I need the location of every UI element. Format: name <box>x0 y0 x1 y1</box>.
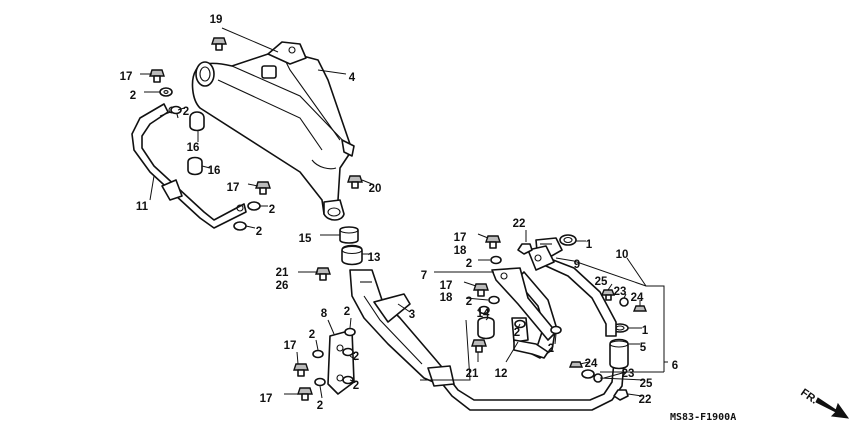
part-number-label-5: 5 <box>640 342 647 354</box>
front-direction-arrow: FR. <box>798 387 850 419</box>
muffler <box>191 41 355 221</box>
part-number-label-23a: 23 <box>614 286 627 298</box>
leader-lines <box>140 27 668 399</box>
part-number-label-2e: 2 <box>466 258 472 270</box>
part-number-label-2j: 2 <box>548 343 554 355</box>
part-number-label-2k: 2 <box>353 351 359 363</box>
part-number-label-2f: 2 <box>466 296 472 308</box>
part-number-label-2m: 2 <box>317 400 323 412</box>
part-number-label-17f: 17 <box>260 393 273 405</box>
part-number-label-25a: 25 <box>595 276 608 288</box>
part-number-label-18b: 18 <box>440 292 453 304</box>
front-label: FR. <box>798 387 819 407</box>
diagram-code: MS83-F1900A <box>670 412 736 423</box>
part-number-label-19: 19 <box>210 14 223 26</box>
part-number-label-26: 26 <box>276 280 289 292</box>
part-number-label-7: 7 <box>421 270 427 282</box>
part-number-label-2c: 2 <box>269 204 275 216</box>
part-number-label-9: 9 <box>574 259 580 271</box>
part-number-label-21a: 21 <box>276 267 289 279</box>
part-number-label-4: 4 <box>349 72 356 84</box>
part-number-label-22b: 22 <box>639 394 652 406</box>
part-number-label-3: 3 <box>409 309 415 321</box>
part-number-label-1a: 1 <box>586 239 593 251</box>
part-number-label-24a: 24 <box>631 292 644 304</box>
part-number-label-2i: 2 <box>309 329 315 341</box>
part-number-label-20: 20 <box>369 183 382 195</box>
part-number-label-6: 6 <box>672 360 678 372</box>
part-number-label-25b: 25 <box>640 378 653 390</box>
part-number-label-17d: 17 <box>440 280 453 292</box>
part-number-label-23b: 23 <box>622 368 635 380</box>
part-number-label-16b: 16 <box>208 165 221 177</box>
part-number-label-15: 15 <box>299 233 312 245</box>
joint-gasket <box>315 226 363 281</box>
part-number-label-21b: 21 <box>466 368 479 380</box>
muffler-stay <box>131 103 247 229</box>
part-number-label-22a: 22 <box>513 218 526 230</box>
part-number-label-2d: 2 <box>256 226 262 238</box>
part-number-label-14: 14 <box>477 308 490 320</box>
part-number-label-8: 8 <box>321 308 328 320</box>
part-number-label-24b: 24 <box>585 358 598 370</box>
part-number-label-17e: 17 <box>284 340 297 352</box>
part-number-label-17b: 17 <box>227 182 240 194</box>
part-number-label-16a: 16 <box>187 142 200 154</box>
part-number-label-12: 12 <box>495 368 508 380</box>
part-number-label-2a: 2 <box>130 90 136 102</box>
fasteners-upper <box>149 37 363 231</box>
part-number-label-1b: 1 <box>642 325 649 337</box>
part-number-label-2h: 2 <box>514 327 520 339</box>
part-number-label-2g: 2 <box>344 306 350 318</box>
part-number-label-17a: 17 <box>120 71 133 83</box>
part-number-label-10: 10 <box>616 249 629 261</box>
part-number-label-2l: 2 <box>353 380 359 392</box>
part-number-label-13: 13 <box>368 252 381 264</box>
part-number-label-17c: 17 <box>454 232 467 244</box>
part-number-label-11: 11 <box>136 201 149 213</box>
part-number-label-18a: 18 <box>454 245 467 257</box>
part-number-label-2b: 2 <box>183 106 189 118</box>
exhaust-pipe <box>293 234 648 411</box>
